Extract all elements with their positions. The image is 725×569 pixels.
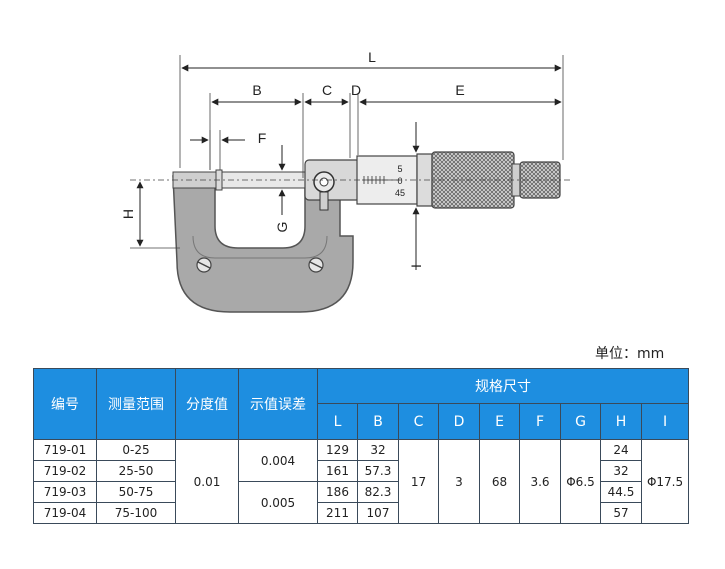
cell-resolution: 0.01 (175, 439, 239, 524)
table-row: 719-04 75-100 211 107 57 (33, 502, 689, 524)
table-row: 719-01 0-25 0.01 0.004 129 32 17 3 68 3.… (33, 439, 690, 524)
cell-L: 186 (317, 481, 358, 503)
frame-screw-right (308, 257, 324, 273)
header-code: 编号 (33, 368, 97, 440)
thimble-scale-0: 0 (397, 176, 402, 186)
header-dim-D: D (438, 403, 480, 440)
dim-label-C: C (322, 82, 332, 98)
cell-E: 68 (479, 439, 520, 524)
cell-B: 57.3 (357, 460, 399, 482)
header-dim-B: B (357, 403, 399, 440)
cell-range: 0-25 (96, 439, 176, 461)
frame-screw-left (196, 257, 212, 273)
header-spec: 规格尺寸 (316, 368, 690, 404)
cell-B: 82.3 (357, 481, 399, 503)
cell-G: Φ6.5 (560, 439, 601, 524)
thimble-scale-5: 5 (397, 164, 402, 174)
header-dim-L: L (317, 403, 358, 440)
dim-label-L: L (368, 49, 376, 65)
thimble-knurl (431, 151, 515, 209)
cell-C: 17 (398, 439, 439, 524)
cell-H: 32 (600, 460, 642, 482)
header-resolution: 分度值 (175, 368, 239, 440)
cell-range: 25-50 (96, 460, 176, 482)
header-range: 测量范围 (96, 368, 176, 440)
header-dim-I: I (640, 403, 690, 440)
cell-range: 75-100 (96, 502, 176, 524)
dim-label-D: D (351, 82, 361, 98)
dim-label-B: B (252, 82, 261, 98)
spec-table: 编号 测量范围 分度值 示值误差 规格尺寸 L B C D E F G H I … (33, 368, 690, 524)
cell-error: 0.005 (238, 481, 318, 524)
cell-L: 129 (317, 439, 358, 461)
header-dim-G: G (560, 403, 601, 440)
dim-label-F: F (258, 130, 267, 146)
header-dim-C: C (398, 403, 439, 440)
cell-error: 0.004 (238, 439, 318, 482)
unit-label: 单位：mm (595, 346, 665, 362)
micrometer-drawing: 5 0 45 L B C D E F G H I (120, 49, 572, 313)
cell-code: 719-02 (33, 460, 97, 482)
dim-label-H: H (120, 209, 136, 219)
cell-code: 719-03 (33, 481, 97, 503)
cell-range: 50-75 (96, 481, 176, 503)
cell-code: 719-01 (33, 439, 97, 461)
cell-H: 44.5 (600, 481, 642, 503)
header-dim-F: F (519, 403, 561, 440)
header-dim-H: H (600, 403, 642, 440)
dim-label-G: G (274, 222, 290, 233)
cell-B: 107 (357, 502, 399, 524)
cell-H: 57 (600, 502, 642, 524)
thimble-scale-45: 45 (395, 188, 405, 198)
cell-code: 719-04 (33, 502, 97, 524)
table-row: 719-03 50-75 0.005 186 82.3 44.5 (33, 481, 689, 524)
header-error: 示值误差 (238, 368, 318, 440)
cell-L: 161 (317, 460, 358, 482)
cell-D: 3 (438, 439, 480, 524)
cell-B: 32 (357, 439, 399, 461)
micrometer-frame (172, 175, 354, 313)
cell-L: 211 (317, 502, 358, 524)
dim-label-E: E (455, 82, 464, 98)
dim-label-I: I (408, 264, 424, 268)
cell-H: 24 (600, 439, 642, 461)
cell-I: Φ17.5 (640, 439, 690, 524)
cell-F: 3.6 (519, 439, 561, 524)
header-dim-E: E (479, 403, 520, 440)
